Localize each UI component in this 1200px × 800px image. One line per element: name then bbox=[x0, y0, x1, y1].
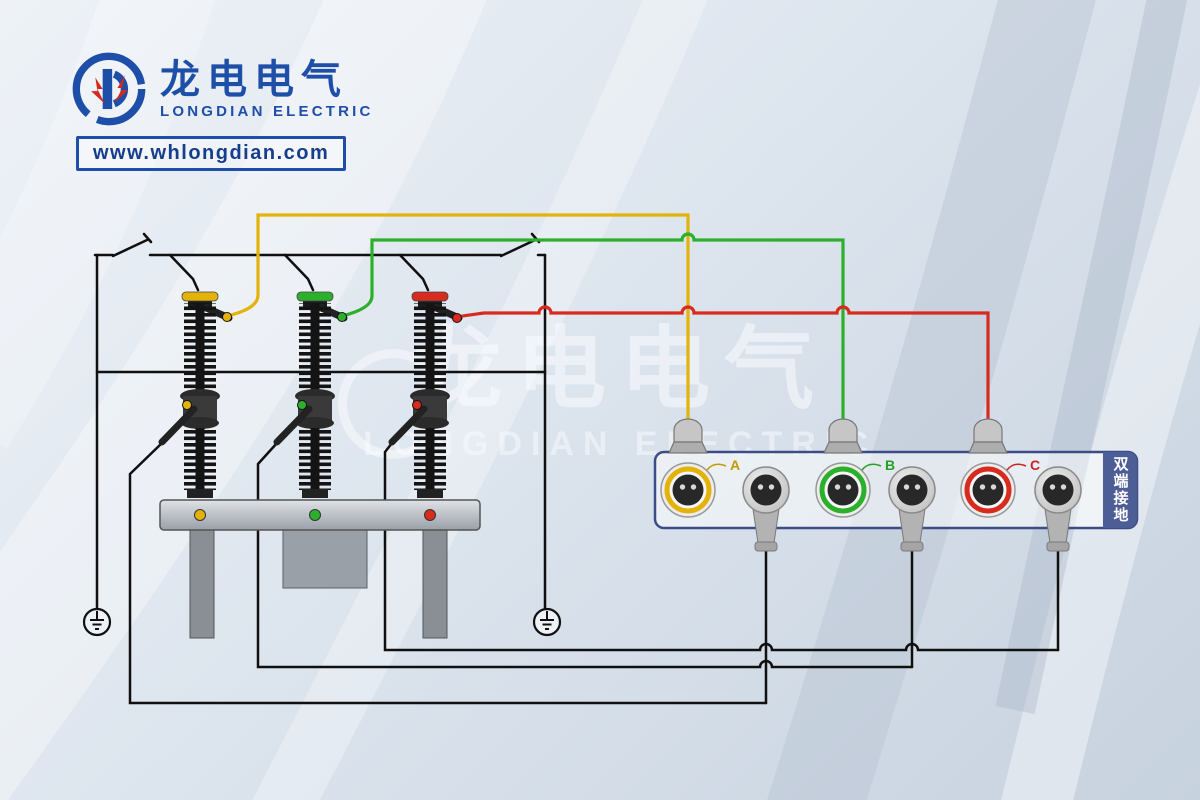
return-wire-2 bbox=[256, 441, 914, 669]
logo-ring bbox=[72, 52, 146, 126]
drop-3 bbox=[398, 253, 430, 292]
wire-phase-a bbox=[225, 213, 690, 426]
website-url[interactable]: www.whlongdian.com bbox=[93, 142, 330, 164]
insulator-phase-b bbox=[277, 298, 344, 498]
logo-bolt-left-icon bbox=[91, 77, 105, 104]
breaker-base bbox=[159, 499, 481, 639]
ground-plug-2 bbox=[888, 466, 936, 552]
black-wiring bbox=[93, 232, 1060, 705]
cap-c bbox=[968, 418, 1008, 454]
phase-color-markers bbox=[181, 291, 462, 521]
dot-clamp-b bbox=[297, 400, 307, 410]
pointer-a bbox=[706, 463, 727, 471]
phase-labels: A B C bbox=[706, 457, 1040, 473]
pointer-b bbox=[861, 463, 882, 471]
band-phase-b bbox=[296, 291, 334, 302]
ground-plug-1 bbox=[742, 466, 790, 552]
band-phase-c bbox=[411, 291, 449, 302]
insulator-phase-a bbox=[162, 298, 229, 498]
panel-tab-double-end-ground: 双端接地 bbox=[1103, 452, 1137, 528]
socket-phase-a bbox=[660, 462, 716, 518]
ground-symbols bbox=[82, 607, 562, 637]
dot-base-c bbox=[424, 509, 436, 521]
dot-base-a bbox=[194, 509, 206, 521]
dot-clamp-c bbox=[412, 400, 422, 410]
dot-top-b bbox=[337, 312, 347, 322]
label-phase-a: A bbox=[730, 457, 740, 473]
dot-top-c bbox=[452, 313, 462, 323]
wire-phase-c bbox=[455, 305, 990, 426]
socket-phase-c bbox=[960, 462, 1016, 518]
base-center-block bbox=[282, 529, 368, 589]
logo-icon bbox=[72, 52, 146, 126]
label-phase-b: B bbox=[885, 457, 895, 473]
wire-phase-b bbox=[340, 232, 845, 426]
phase-wires bbox=[225, 213, 990, 426]
website-box[interactable]: www.whlongdian.com bbox=[76, 136, 347, 171]
return-wire-3 bbox=[383, 441, 1060, 652]
socket-phase-b bbox=[815, 462, 871, 518]
ground-symbol-left bbox=[82, 607, 112, 637]
cap-a bbox=[668, 418, 708, 454]
logo: 龙电电气 LONGDIAN ELECTRIC bbox=[70, 50, 374, 128]
ground-symbol-right bbox=[532, 607, 562, 637]
cap-b bbox=[823, 418, 863, 454]
label-phase-c: C bbox=[1030, 457, 1040, 473]
dot-clamp-a bbox=[182, 400, 192, 410]
ground-plug-3 bbox=[1034, 466, 1082, 552]
return-wire-1 bbox=[128, 441, 768, 705]
logo-name-zh: 龙电电气 bbox=[160, 57, 348, 102]
socket-caps bbox=[668, 418, 1008, 454]
dot-base-b bbox=[309, 509, 321, 521]
logo-name-en: LONGDIAN ELECTRIC bbox=[160, 102, 374, 120]
base-leg-left bbox=[189, 529, 215, 639]
drop-2 bbox=[283, 253, 315, 292]
logo-d-arc bbox=[112, 70, 129, 108]
disconnect-switch-2 bbox=[499, 232, 541, 258]
dot-top-a bbox=[222, 312, 232, 322]
pointer-c bbox=[1006, 463, 1027, 471]
insulator-phase-c bbox=[392, 298, 459, 498]
base-leg-right bbox=[422, 529, 448, 639]
terminal-panel: A B C bbox=[653, 418, 1139, 552]
drop-1 bbox=[168, 253, 200, 292]
disconnect-switch-1 bbox=[111, 232, 153, 258]
band-phase-a bbox=[181, 291, 219, 302]
logo-bar bbox=[102, 68, 113, 110]
